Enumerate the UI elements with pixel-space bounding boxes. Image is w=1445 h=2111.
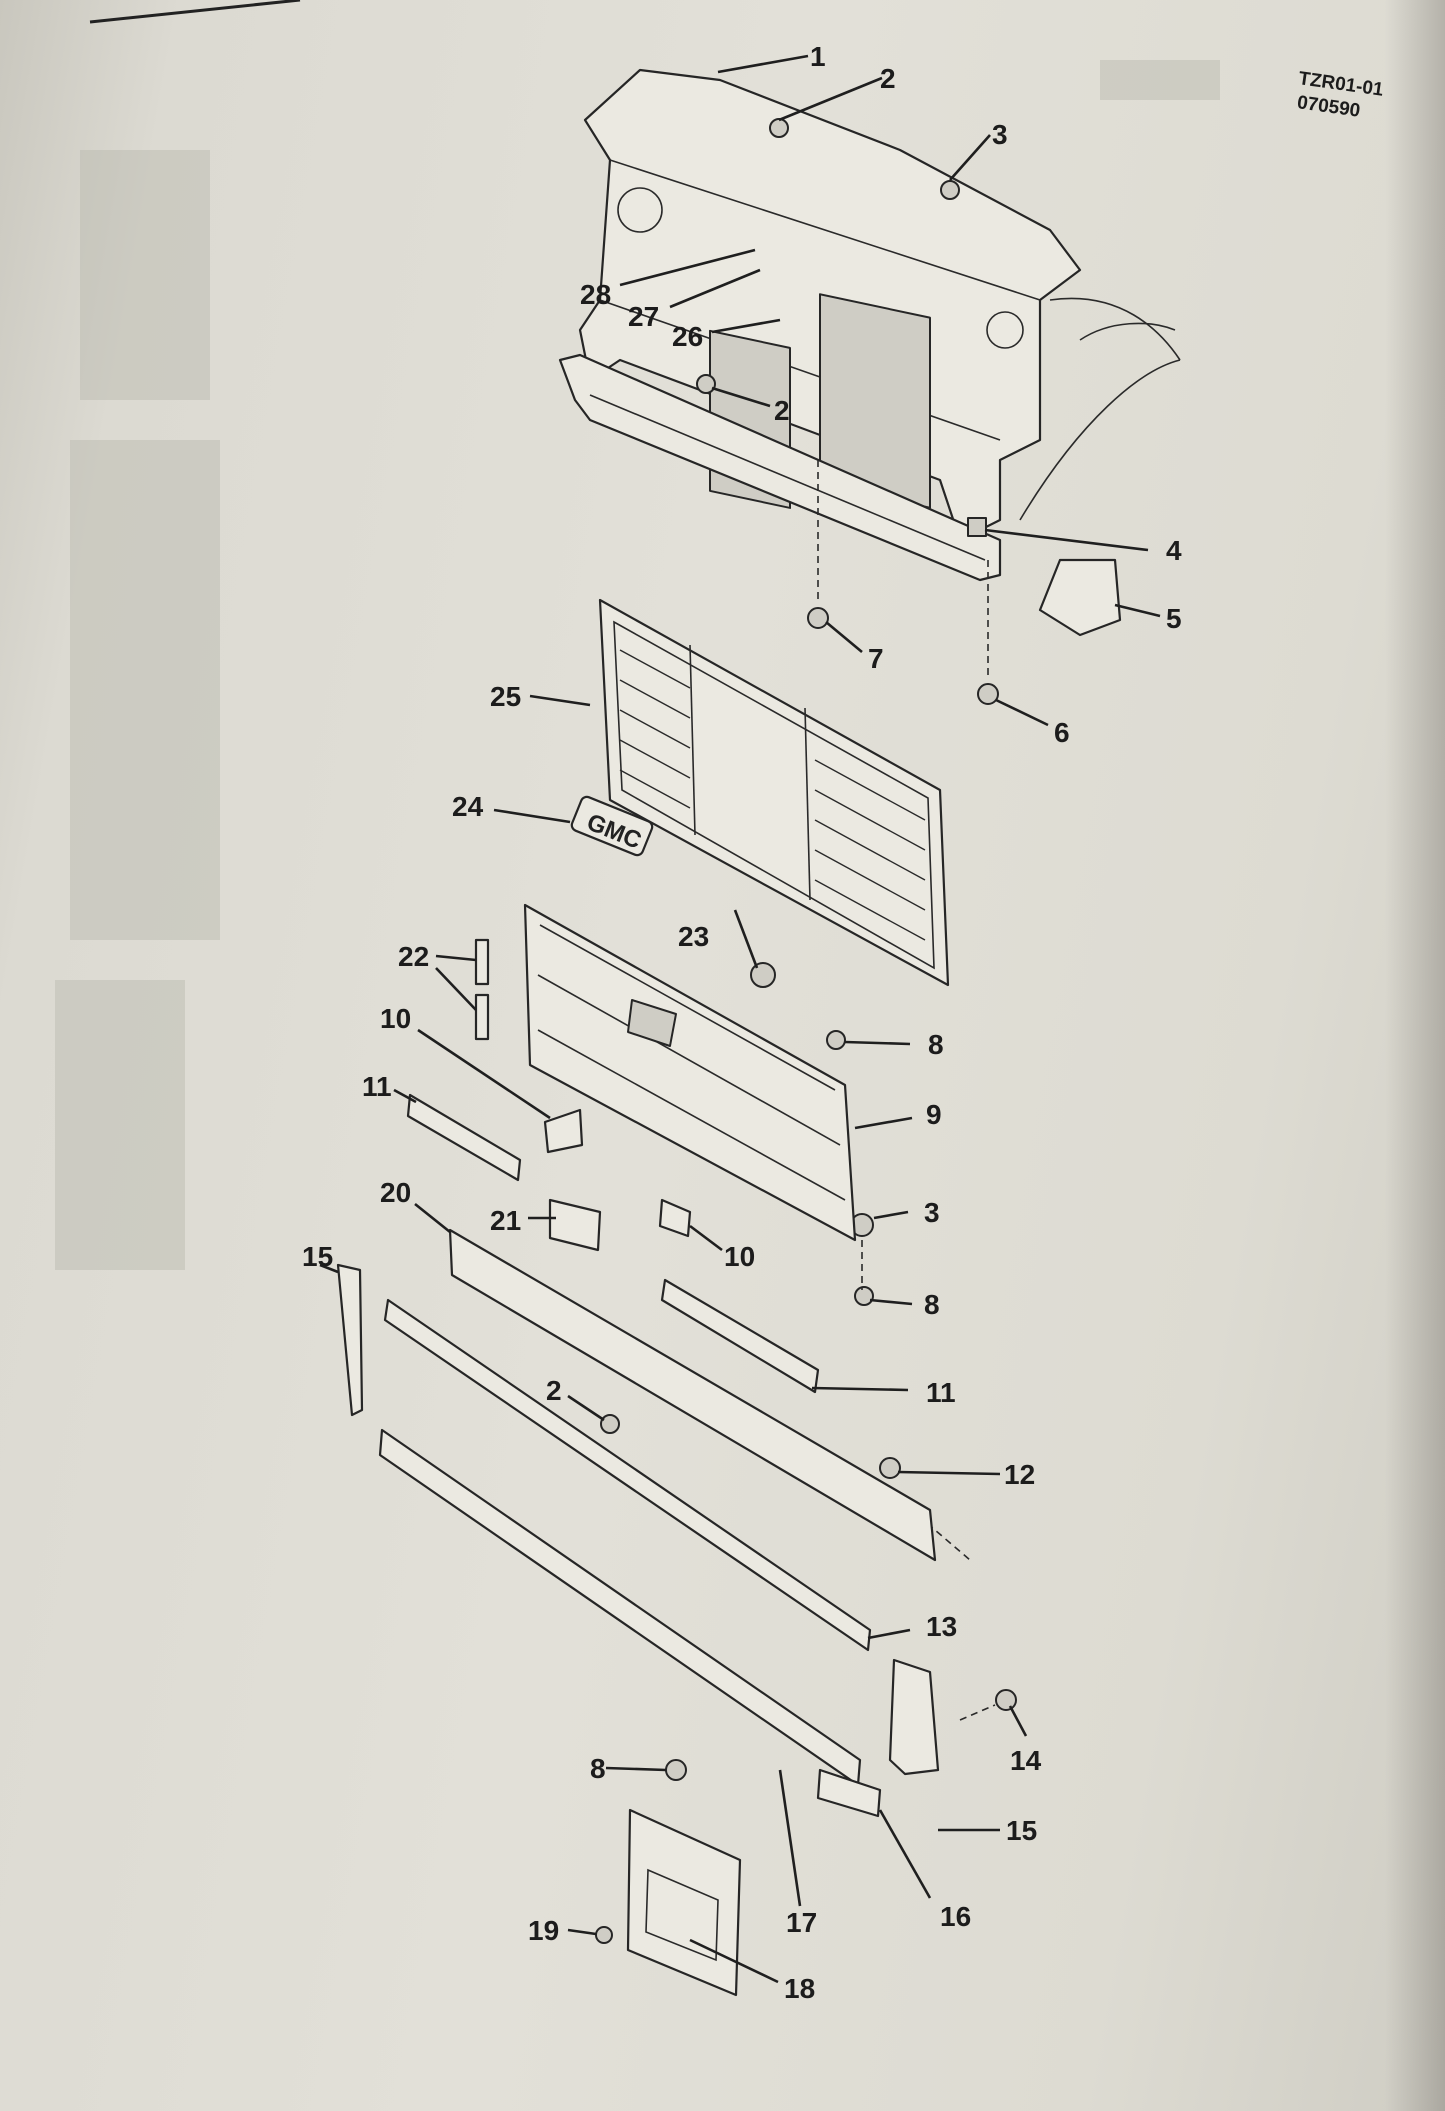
page-fold-shadow xyxy=(1385,0,1445,2111)
grille-insert xyxy=(523,903,857,1242)
callout-18: 18 xyxy=(784,1973,815,2004)
callout-8: 8 xyxy=(590,1753,606,1784)
callout-10: 10 xyxy=(724,1241,755,1272)
callout-6: 6 xyxy=(1054,717,1070,748)
callout-17: 17 xyxy=(786,1907,817,1938)
callout-5: 5 xyxy=(1166,603,1182,634)
callout-11: 11 xyxy=(926,1377,956,1408)
callout-11: 11 xyxy=(362,1071,392,1102)
callout-19: 19 xyxy=(528,1915,559,1946)
callout-12: 12 xyxy=(1004,1459,1035,1490)
callout-13: 13 xyxy=(926,1611,957,1642)
drawing-code: TZR01-01 070590 xyxy=(1296,68,1385,122)
callout-8: 8 xyxy=(928,1029,944,1060)
callout-27: 27 xyxy=(628,301,659,332)
radiator-support xyxy=(578,68,1181,542)
callout-28: 28 xyxy=(580,279,611,310)
callout-25: 25 xyxy=(490,681,521,712)
leader-lines xyxy=(319,54,1161,1984)
callout-21: 21 xyxy=(490,1205,521,1236)
callout-3: 3 xyxy=(924,1197,940,1228)
callout-15: 15 xyxy=(1006,1815,1037,1846)
callout-15: 15 xyxy=(302,1241,333,1272)
callout-20: 20 xyxy=(380,1177,411,1208)
show-through-text xyxy=(55,60,1220,1270)
fastener-parts xyxy=(595,118,1017,1944)
callout-16: 16 xyxy=(940,1901,971,1932)
callout-22: 22 xyxy=(398,941,429,972)
drawing-code-line-2: 070590 xyxy=(1296,92,1362,122)
callout-2: 2 xyxy=(546,1375,562,1406)
lower-tie-bar xyxy=(558,353,1122,637)
bumper-assembly xyxy=(336,1228,940,1997)
callout-numbers: 1 2 3 28 27 26 2 4 5 7 6 25 24 23 22 10 … xyxy=(302,41,1182,2004)
margin-rule xyxy=(89,0,301,24)
callout-2: 2 xyxy=(880,63,896,94)
callout-7: 7 xyxy=(868,643,884,674)
callout-2: 2 xyxy=(774,395,790,426)
callout-4: 4 xyxy=(1166,535,1182,566)
callout-14: 14 xyxy=(1010,1745,1042,1776)
callout-23: 23 xyxy=(678,921,709,952)
callout-8: 8 xyxy=(924,1289,940,1320)
callout-1: 1 xyxy=(810,41,826,72)
callout-10: 10 xyxy=(380,1003,411,1034)
grille-outer xyxy=(598,598,950,987)
callout-24: 24 xyxy=(452,791,484,822)
small-clip-parts xyxy=(406,938,820,1394)
callout-26: 26 xyxy=(672,321,703,352)
callout-3: 3 xyxy=(992,119,1008,150)
callout-9: 9 xyxy=(926,1099,942,1130)
